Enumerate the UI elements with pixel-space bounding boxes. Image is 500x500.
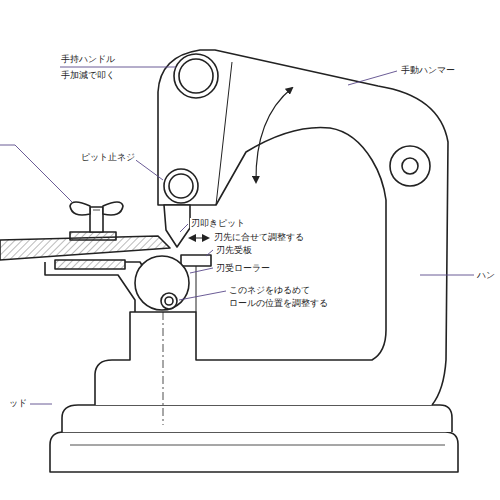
part-label: 手加減で叩く [60,70,116,81]
part-label: 手動ハンマー [400,65,456,76]
part-label: 刃先受板 [215,245,253,256]
part-label: ピット止ネジ [80,152,136,163]
part-label: ハン [476,270,496,281]
part-label: 刃叩きピット [190,218,246,229]
part-label: このネジをゆるめて [228,285,311,296]
part-label: 刃受ローラー [215,263,271,274]
part-label: ッド [8,398,28,409]
part-label: ロールの位置を調整する [228,298,329,309]
part-label: 刃先に合せて調整する [213,232,305,243]
part-label: 手持ハンドル [60,54,116,65]
